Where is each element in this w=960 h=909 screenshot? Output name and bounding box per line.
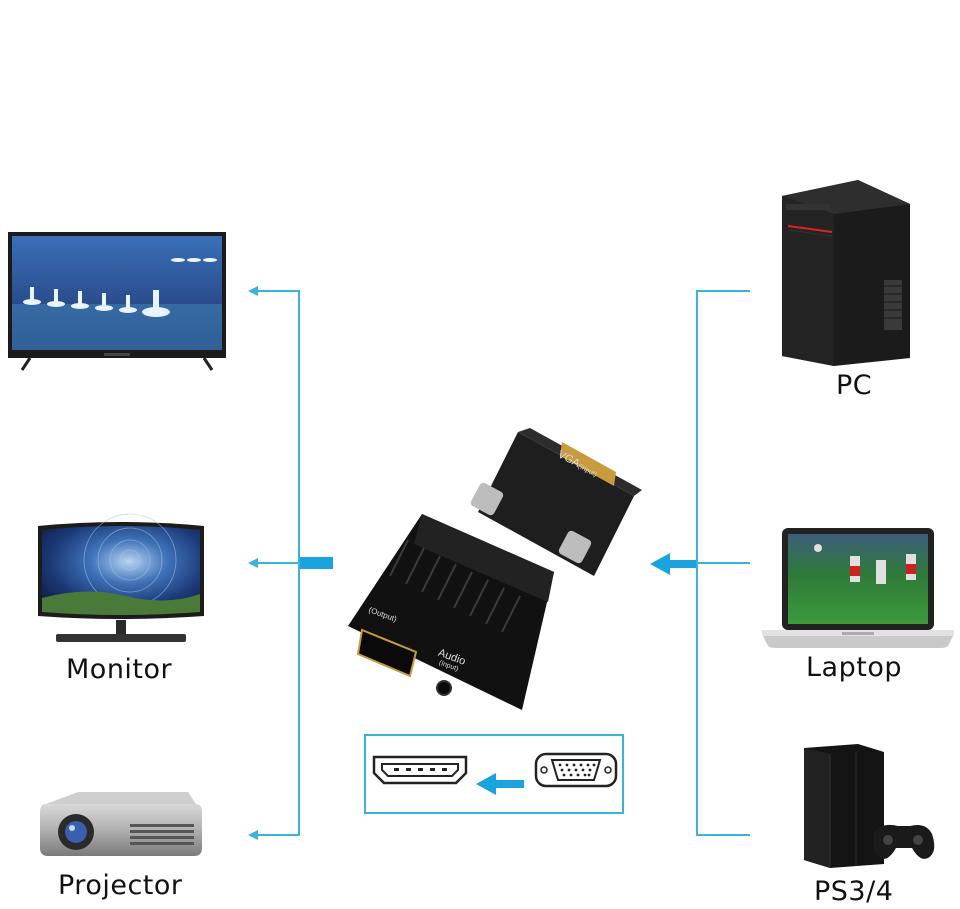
input-label-ps: PS3/4 bbox=[814, 876, 894, 907]
input-arrow-icon bbox=[650, 553, 696, 575]
right-branch-laptop bbox=[696, 562, 750, 564]
legend-arrow-icon bbox=[476, 773, 524, 795]
right-branch-ps bbox=[696, 834, 750, 836]
port-legend-box bbox=[364, 734, 624, 814]
input-label-pc: PC bbox=[836, 370, 873, 401]
left-branch-tv bbox=[255, 290, 300, 292]
left-branch-projector bbox=[255, 834, 300, 836]
left-branch-monitor bbox=[255, 562, 300, 564]
arrowhead-tv bbox=[248, 286, 258, 296]
output-label-monitor: Monitor bbox=[66, 654, 173, 685]
arrowhead-projector bbox=[248, 830, 258, 840]
vga-hdmi-adapter-icon bbox=[348, 428, 642, 710]
right-branch-pc bbox=[696, 290, 750, 292]
input-label-laptop: Laptop bbox=[806, 652, 902, 683]
pc-tower-icon bbox=[782, 180, 910, 366]
left-thick-connector bbox=[300, 557, 333, 569]
vga-port-icon bbox=[534, 752, 618, 788]
hdmi-port-icon bbox=[372, 755, 468, 785]
game-console-icon bbox=[804, 744, 935, 868]
arrowhead-monitor bbox=[248, 558, 258, 568]
projector-icon bbox=[40, 792, 202, 856]
output-label-projector: Projector bbox=[58, 870, 183, 901]
laptop-icon bbox=[762, 528, 954, 648]
monitor-icon bbox=[38, 513, 204, 642]
tv-icon bbox=[8, 232, 226, 371]
